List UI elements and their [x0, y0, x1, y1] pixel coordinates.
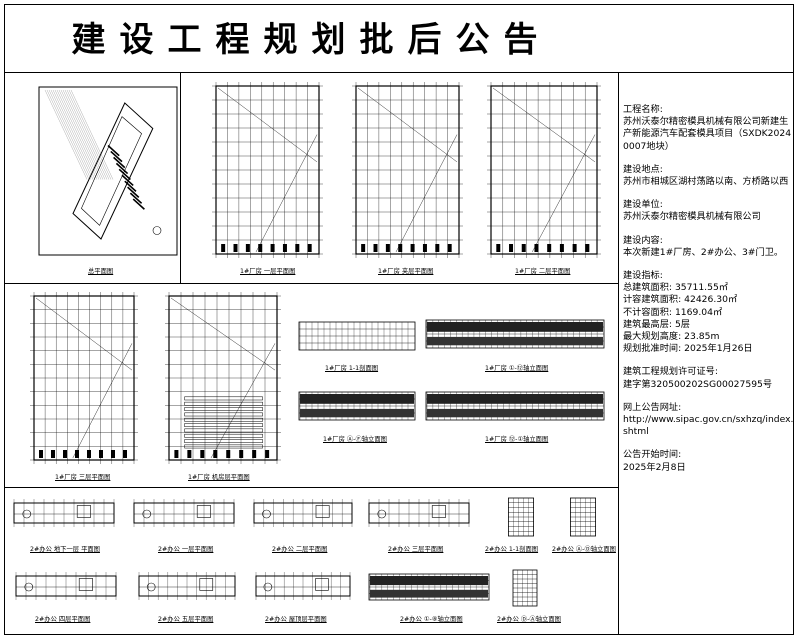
indicator-approval-date: 规划批准时间: 2025年1月26日 — [623, 343, 753, 355]
plant-floor1-plan-drawing — [212, 82, 323, 258]
row-divider-2 — [4, 487, 618, 488]
permit-value: 建字第320500202SG00027595号 — [623, 378, 773, 390]
office-roof-plan-drawing — [255, 572, 351, 600]
project-info-panel: 工程名称: 苏州沃泰尔精密模具机械有限公司新建生产新能源汽车配套模具项目（SXD… — [623, 104, 795, 485]
indicator-far-area: 计容建筑面积: 42426.30㎡ — [623, 294, 738, 306]
caption-plant-elevation-12-1: 1#厂房 ⑫-①轴立面图 — [485, 436, 549, 443]
office-section-drawing — [507, 497, 535, 537]
caption-site-plan: 总平面图 — [88, 268, 114, 275]
office-elevation-1-8-drawing — [368, 573, 490, 601]
caption-office-floor1: 2#办公 一层平面图 — [158, 546, 214, 553]
caption-plant-floor2: 1#厂房 二层平面图 — [515, 268, 571, 275]
indicator-max-floors: 建筑最高层: 5层 — [623, 318, 690, 330]
office-elevation-d-a-drawing — [512, 569, 538, 607]
plant-section-drawing — [298, 321, 416, 351]
caption-office-basement: 2#办公 地下一层 平面图 — [30, 546, 100, 553]
caption-plant-floor3: 1#厂房 三层平面图 — [55, 474, 111, 481]
caption-plant-elevation-a-f: 1#厂房 Ⓐ-Ⓕ轴立面图 — [323, 436, 387, 443]
office-floor5-plan-drawing — [138, 572, 236, 600]
caption-office-section: 2#办公 1-1剖面图 — [485, 546, 539, 553]
indicators-label: 建设指标: — [623, 270, 663, 282]
plant-elevation-12-1-drawing — [425, 391, 605, 421]
unit-label: 建设单位: — [623, 199, 663, 211]
caption-office-elevation-d-a: 2#办公 Ⓓ-Ⓐ轴立面图 — [497, 616, 561, 623]
notice-frame — [4, 4, 794, 635]
caption-office-elevation-1-8: 2#办公 ①-⑧轴立面图 — [400, 616, 463, 623]
caption-office-roof: 2#办公 屋顶层平面图 — [265, 616, 327, 623]
url-value[interactable]: http://www.sipac.gov.cn/sxhzq/index.shtm… — [623, 414, 794, 438]
title-divider — [4, 72, 794, 73]
indicator-max-height: 最大规划高度: 23.85m — [623, 331, 720, 343]
start-date-label: 公告开始时间: — [623, 449, 682, 461]
content-label: 建设内容: — [623, 234, 663, 246]
notice-title: 建设工程规划批后公告 — [71, 20, 552, 60]
caption-office-floor4: 2#办公 四层平面图 — [35, 616, 91, 623]
office-floor4-plan-drawing — [15, 572, 117, 600]
drawings-divider — [180, 72, 181, 283]
office-basement-plan-drawing — [13, 499, 115, 527]
plant-mezzanine-plan-drawing — [352, 82, 463, 258]
office-elevation-a-d-drawing — [569, 497, 597, 537]
plant-elevation-a-f-drawing — [298, 391, 416, 421]
caption-office-elevation-a-d: 2#办公 Ⓐ-Ⓓ轴立面图 — [552, 546, 616, 553]
caption-plant-elevation-1-12: 1#厂房 ①-⑫轴立面图 — [485, 365, 549, 372]
caption-office-floor2: 2#办公 二层平面图 — [272, 546, 328, 553]
permit-label: 建筑工程规划许可证号: — [623, 366, 718, 378]
site-value: 苏州市相城区湖村荡路以南、方桥路以西 — [623, 176, 789, 188]
site-label: 建设地点: — [623, 163, 663, 175]
project-name-value: 苏州沃泰尔精密模具机械有限公司新建生产新能源汽车配套模具项目（SXDK20240… — [623, 116, 792, 152]
office-floor3-plan-drawing — [368, 499, 470, 527]
office-floor1-plan-drawing — [133, 499, 235, 527]
project-name-label: 工程名称: — [623, 104, 663, 115]
office-floor2-plan-drawing — [253, 499, 353, 527]
plant-elevation-1-12-drawing — [425, 319, 605, 349]
row-divider-1 — [4, 283, 618, 284]
caption-plant-floor1: 1#厂房 一层平面图 — [240, 268, 296, 275]
info-column-divider — [618, 72, 619, 635]
content-value: 本次新建1#厂房、2#办公、3#门卫。 — [623, 246, 784, 258]
url-label: 网上公告网址: — [623, 401, 682, 413]
caption-office-floor5: 2#办公 五层平面图 — [158, 616, 214, 623]
indicator-non-far-area: 不计容面积: 1169.04㎡ — [623, 306, 723, 318]
start-date-value: 2025年2月8日 — [623, 461, 686, 473]
caption-office-floor3: 2#办公 三层平面图 — [388, 546, 444, 553]
unit-value: 苏州沃泰尔精密模具机械有限公司 — [623, 211, 761, 223]
plant-machine-room-plan-drawing — [165, 292, 281, 464]
caption-plant-machine-room: 1#厂房 机房层平面图 — [188, 474, 250, 481]
caption-plant-section: 1#厂房 1-1剖面图 — [325, 365, 379, 372]
indicator-total-area: 总建筑面积: 35711.55㎡ — [623, 282, 728, 294]
caption-plant-mezzanine: 1#厂房 夹层平面图 — [378, 268, 434, 275]
site-plan-drawing — [38, 86, 178, 256]
plant-floor2-plan-drawing — [487, 82, 601, 258]
plant-floor3-plan-drawing — [30, 292, 138, 464]
